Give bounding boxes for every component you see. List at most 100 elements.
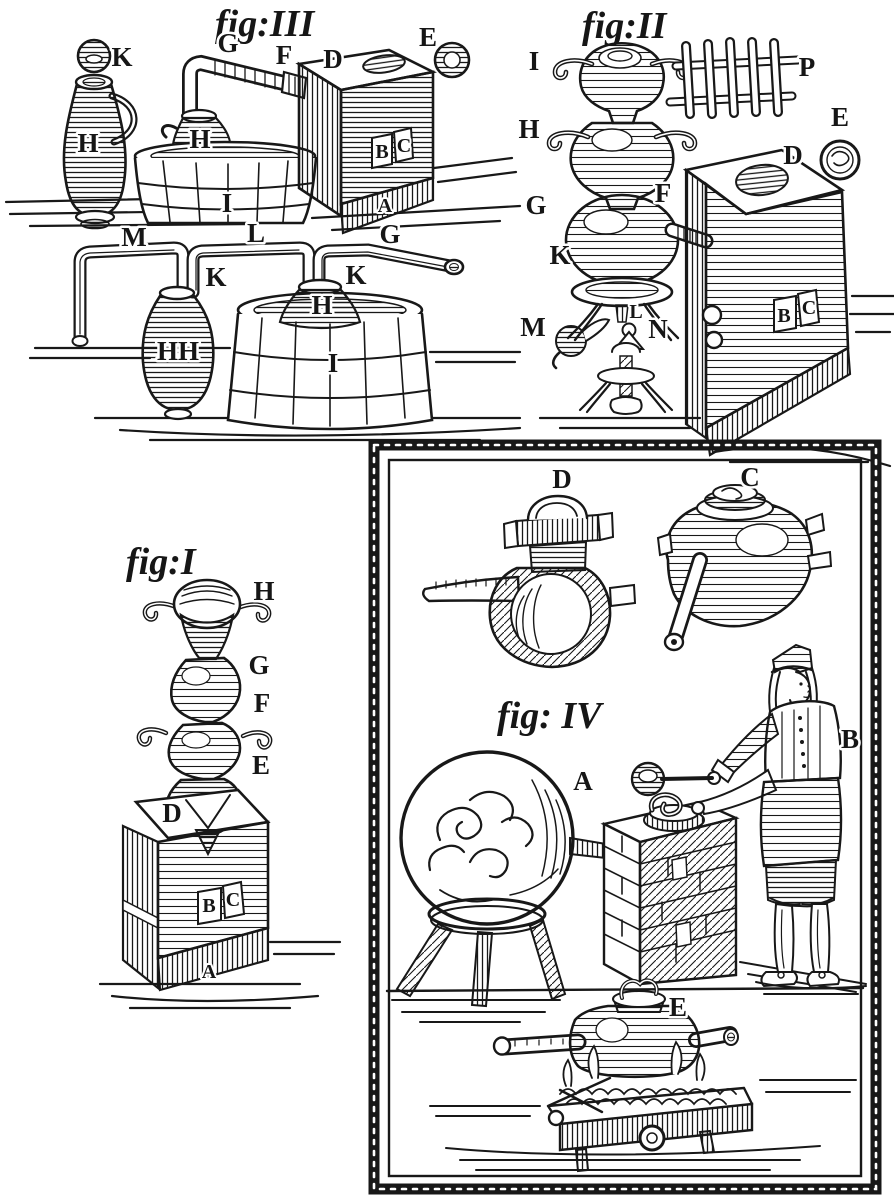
fig3-cucurbit2-body: [278, 288, 362, 330]
fig3-label-k-joint-left: K: [205, 262, 226, 292]
fig1-vessel-f: [136, 721, 273, 781]
fig3-label-a-base: A: [378, 195, 393, 217]
fig4-brick-furnace: [600, 792, 867, 993]
fig3-jug-h: [62, 73, 138, 230]
fig1-vessel-g: [169, 656, 242, 724]
fig2-stand-n: [578, 342, 674, 415]
fig4-bath-d: [422, 494, 637, 669]
fig2-label-k-dish: K: [549, 240, 570, 270]
fig4-flames: [562, 1040, 706, 1087]
fig4-label-e-retort: E: [669, 992, 687, 1022]
fig3-door-c: [392, 126, 415, 164]
fig4-section-divider: [385, 986, 865, 993]
fig3-label-d-furnace: D: [323, 44, 343, 74]
fig3-label-b-door: B: [375, 141, 388, 163]
fig2-label-c-door: C: [802, 297, 816, 319]
fig4-operator-skirt: [759, 776, 843, 868]
fig4-operator-arm-lower: [698, 768, 778, 816]
fig2-door-b: [773, 294, 797, 334]
fig4-label-a-sphere: A: [573, 766, 593, 796]
fig1-label-g-second: G: [248, 650, 269, 680]
fig4-retort-e: [429, 978, 857, 1173]
fig4-operator-leg: [773, 902, 795, 973]
fig3-pipe-ribs: [214, 60, 276, 90]
fig2-label-i-top: I: [529, 46, 540, 76]
fig4-title: fig: IV: [497, 695, 604, 737]
figure-iii: fig:III K H G F D E H I B C A M L G K K …: [4, 3, 522, 442]
fig3-pipe-m: [71, 241, 190, 347]
fig4-sphere-a: [391, 750, 607, 1023]
fig4-label-c-retort: C: [740, 462, 760, 492]
fig4-operator-leg: [809, 903, 831, 973]
fig2-label-e-ball: E: [831, 102, 849, 132]
fig4-tripod-leg: [528, 918, 567, 1001]
fig2-label-g-globe: G: [525, 190, 546, 220]
fig4-operator-shoe: [806, 971, 840, 988]
fig1-label-b-door: B: [202, 895, 215, 917]
fig3-title: fig:III: [215, 3, 315, 45]
fig1-furnace: [121, 788, 271, 992]
fig3-ball-e: [433, 41, 471, 79]
fig3-label-i-tub2: I: [328, 348, 339, 378]
fig3-label-c-door: C: [397, 135, 411, 157]
fig2-retort-m: [551, 318, 611, 370]
fig3-label-g-pipe-open: G: [379, 219, 400, 249]
fig2-door-c: [796, 288, 821, 328]
fig2-label-n-stand: N: [648, 314, 668, 344]
fig1-label-c-door: C: [226, 889, 240, 911]
fig2-label-h-mid: H: [518, 114, 539, 144]
fig3-label-g-pipe: G: [217, 28, 238, 58]
fig2-vessel-i: [552, 41, 692, 125]
fig4-grate-ring: [638, 1124, 666, 1152]
fig4-tripod-leg: [470, 930, 494, 1008]
fig3-label-h-jug: H: [77, 128, 98, 158]
fig1-door-b: [197, 886, 222, 926]
fig2-label-m-retort: M: [520, 312, 545, 342]
fig3-label-i-tub: I: [222, 188, 233, 218]
fig3-label-l-pipe: L: [247, 218, 265, 248]
fig3-label-k-ball: K: [111, 42, 132, 72]
fig2-label-b-door: B: [777, 305, 790, 327]
fig3-label-e-ball: E: [419, 22, 437, 52]
fig3-furnace: [295, 48, 437, 235]
fig4-operator-breeches: [764, 858, 838, 908]
fig3-receiver-hh: [141, 285, 215, 421]
fig1-label-a-base: A: [202, 961, 217, 983]
fig3-label-h-cucurbit2: H: [311, 290, 332, 320]
fig2-vessel-h: [546, 121, 698, 211]
figure-ii: fig:II I H G K L M N P F D E B C: [516, 5, 894, 468]
fig3-pipe-l: [186, 241, 316, 299]
fig3-label-h-cucurbit: H: [189, 124, 210, 154]
fig2-rack-p: [665, 37, 803, 119]
fig4-operator-b: [630, 643, 867, 995]
fig4-tripod-leg: [395, 922, 454, 998]
fig2-ball-e: [819, 139, 861, 181]
fig2-label-p-rack: P: [799, 52, 816, 82]
fig2-label-f-pipe: F: [655, 178, 672, 208]
fig1-title: fig:I: [126, 541, 197, 583]
fig2-label-d-furnace: D: [783, 140, 803, 170]
fig4-label-d-bath: D: [552, 464, 572, 494]
fig1-label-e-bottom: E: [252, 750, 270, 780]
fig3-pipe-g: [312, 243, 465, 299]
fig2-dish-k: [566, 276, 680, 342]
figure-i: fig:I H G F E D B C A: [98, 541, 342, 1010]
figure-iv: fig: IV: [368, 439, 882, 1195]
fig2-title: fig:II: [582, 5, 668, 47]
fig1-door-c: [221, 880, 246, 920]
fig1-vessel-h: [142, 578, 272, 661]
fig4-duct: [569, 836, 607, 860]
fig4-grate-ring: [547, 1109, 565, 1127]
fig4-bottom-ground: [429, 1079, 857, 1117]
fig3-label-k-joint-right: K: [345, 260, 366, 290]
fig3-label-f-pipe: F: [276, 40, 293, 70]
fig2-furnace: [682, 148, 852, 457]
fig1-label-h-top: H: [253, 576, 274, 606]
fig3-tub-i2: [226, 278, 434, 431]
fig3-furnace-base: [339, 176, 435, 235]
fig3-label-m-pipe: M: [121, 222, 146, 252]
fig1-label-f-third: F: [254, 688, 271, 718]
fig1-furnace-base: [156, 926, 270, 992]
